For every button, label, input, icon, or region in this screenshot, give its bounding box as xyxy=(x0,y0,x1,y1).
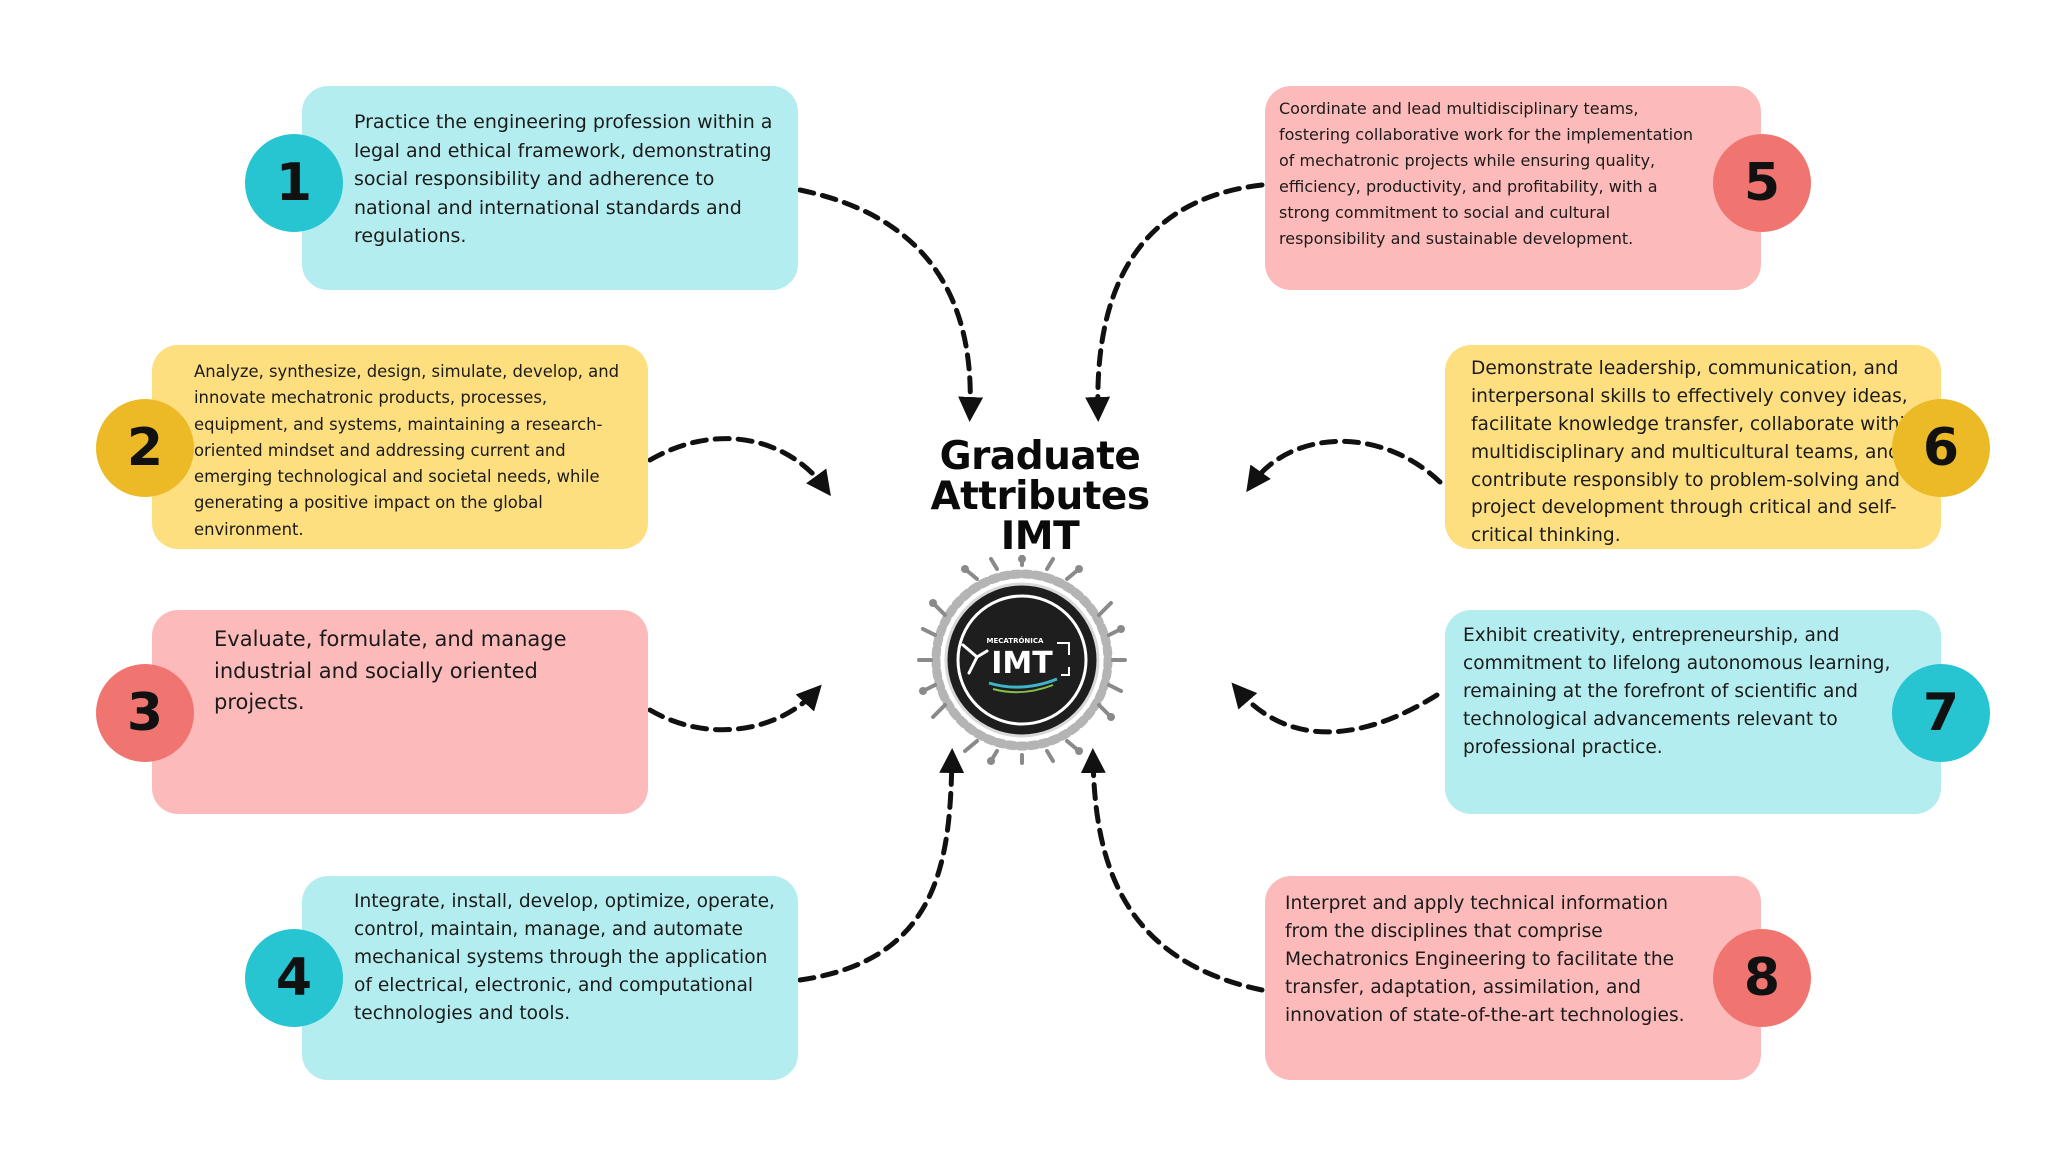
attribute-7-text: Exhibit creativity, entrepreneurship, an… xyxy=(1463,625,1891,758)
attribute-badge-8: 8 xyxy=(1713,929,1811,1027)
arrow-1 xyxy=(797,187,984,422)
attribute-badge-3: 3 xyxy=(96,664,194,762)
imt-logo: MECATRÓNICA IMT xyxy=(917,555,1127,765)
attribute-card-8: Interpret and apply technical informatio… xyxy=(1265,876,1761,1080)
attribute-badge-2: 2 xyxy=(96,399,194,497)
arrow-2 xyxy=(647,436,831,497)
logo-circuit-trace xyxy=(1057,642,1070,676)
attribute-6-text: Demonstrate leadership, communication, a… xyxy=(1471,358,1917,547)
logo-swoosh-2 xyxy=(992,684,1054,694)
circuit-nodes xyxy=(919,555,1125,765)
attribute-badge-6: 6 xyxy=(1892,399,1990,497)
attribute-4-text: Integrate, install, develop, optimize, o… xyxy=(354,891,775,1024)
title-line-3: IMT xyxy=(1000,514,1080,559)
attribute-8-text: Interpret and apply technical informatio… xyxy=(1285,893,1685,1026)
attribute-2-text: Analyze, synthesize, design, simulate, d… xyxy=(194,362,620,539)
attribute-badge-7: 7 xyxy=(1892,664,1990,762)
title-line-2: Attributes xyxy=(930,474,1150,519)
attribute-card-6: Demonstrate leadership, communication, a… xyxy=(1445,345,1941,549)
logo-robot-arm-icon xyxy=(961,643,989,675)
arrow-8 xyxy=(1080,748,1265,993)
arrow-7 xyxy=(1231,682,1440,735)
page-title: Graduate Attributes IMT xyxy=(880,437,1200,557)
attribute-card-4: Integrate, install, develop, optimize, o… xyxy=(302,876,798,1080)
arrow-4 xyxy=(797,748,965,983)
title-line-1: Graduate xyxy=(939,434,1141,479)
attribute-1-text: Practice the engineering profession with… xyxy=(354,111,773,247)
arrow-5 xyxy=(1085,182,1265,422)
attribute-card-2: Analyze, synthesize, design, simulate, d… xyxy=(152,345,648,549)
logo-inner-ring xyxy=(956,594,1088,726)
attribute-badge-5: 5 xyxy=(1713,134,1811,232)
attribute-card-1: Practice the engineering profession with… xyxy=(302,86,798,290)
arrow-6 xyxy=(1246,438,1443,493)
attribute-card-3: Evaluate, formulate, and manage industri… xyxy=(152,610,648,814)
attribute-5-text: Coordinate and lead multidisciplinary te… xyxy=(1279,99,1694,248)
attribute-badge-4: 4 xyxy=(245,929,343,1027)
logo-main-text: IMT xyxy=(991,646,1053,681)
circuit-ring xyxy=(917,555,1127,765)
attribute-3-text: Evaluate, formulate, and manage industri… xyxy=(214,627,567,714)
attribute-card-5: Coordinate and lead multidisciplinary te… xyxy=(1265,86,1761,290)
logo-top-text: MECATRÓNICA xyxy=(987,636,1044,645)
logo-disc xyxy=(944,582,1100,738)
arrow-3 xyxy=(647,684,822,733)
logo-swoosh xyxy=(988,677,1058,689)
attribute-badge-1: 1 xyxy=(245,134,343,232)
attribute-card-7: Exhibit creativity, entrepreneurship, an… xyxy=(1445,610,1941,814)
